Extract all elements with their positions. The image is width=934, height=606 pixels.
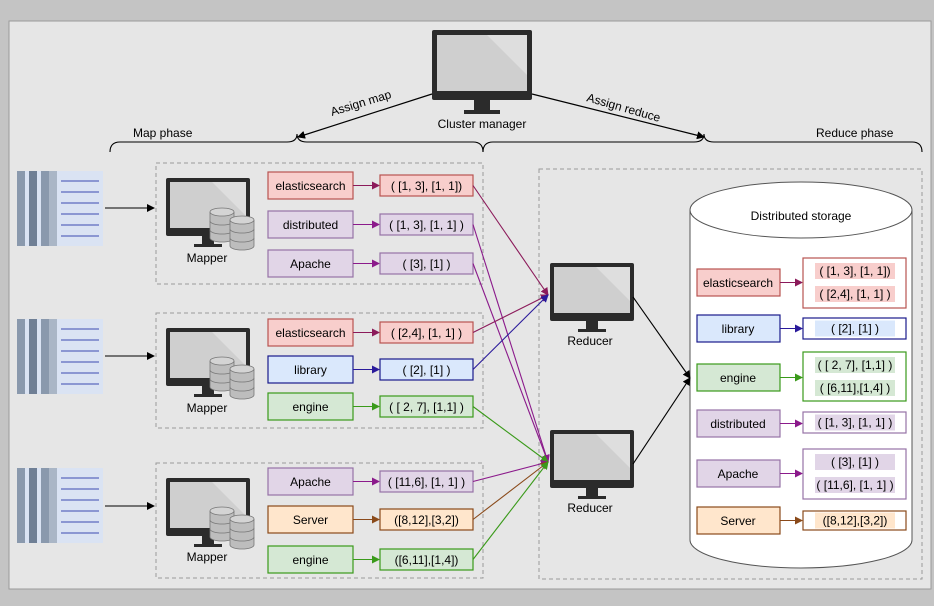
storage-key-label: library xyxy=(722,322,755,336)
storage-value-label: ( [2], [1] ) xyxy=(831,322,879,336)
map-value-label: ( [1, 3], [1, 1]) xyxy=(391,179,462,193)
map-value-label: ( [ 2, 7], [1,1] ) xyxy=(389,400,464,414)
storage-key-label: Apache xyxy=(718,467,759,481)
map-key-label: distributed xyxy=(283,218,338,232)
storage-value-highlight xyxy=(815,512,895,529)
mapper-database-icon-2 xyxy=(209,356,255,400)
reducer-label-2: Reducer xyxy=(567,501,612,515)
map-key-box xyxy=(267,467,354,496)
storage-key-box xyxy=(696,459,781,488)
assign-map-arrow xyxy=(297,93,433,139)
cluster-manager-icon xyxy=(432,30,532,114)
shuffle-arrow xyxy=(472,185,549,296)
shuffle-arrow xyxy=(472,406,549,463)
map-key-label: elasticsearch xyxy=(275,326,345,340)
map-key-box xyxy=(267,318,354,347)
storage-value-highlight xyxy=(815,454,895,470)
map-phase-label: Map phase xyxy=(133,126,193,140)
map-value-label: ( [2,4], [1, 1] ) xyxy=(391,326,462,340)
mapper-label-2: Mapper xyxy=(187,401,228,415)
map-key-label: Apache xyxy=(290,257,331,271)
shuffle-arrow xyxy=(472,459,549,483)
storage-key-label: elasticsearch xyxy=(703,276,773,290)
storage-key-label: engine xyxy=(720,371,756,385)
map-value-label: ([8,12],[3,2]) xyxy=(394,513,459,527)
storage-value-label: ( [11,6], [1, 1] ) xyxy=(816,478,893,492)
shuffle-arrow xyxy=(472,294,549,370)
map-key-label: library xyxy=(294,363,327,377)
distributed-storage-label: Distributed storage xyxy=(751,209,852,223)
map-key-label: engine xyxy=(292,400,328,414)
reducer-monitor-icon-2 xyxy=(550,430,634,499)
storage-value-label: ( [3], [1] ) xyxy=(831,455,879,469)
reducer-to-storage-arrow-1 xyxy=(632,296,691,379)
shuffle-arrow xyxy=(472,461,549,520)
storage-key-box xyxy=(696,409,781,438)
dynamic-layer: Mapper elasticsearch ( [1, 3], [1, 1]) dist… xyxy=(17,171,907,574)
mapper-label-3: Mapper xyxy=(187,550,228,564)
map-key-label: Apache xyxy=(290,475,331,489)
storage-value-label: ( [1, 3], [1, 1] ) xyxy=(818,416,893,430)
map-value-label: ( [3], [1] ) xyxy=(402,257,450,271)
assign-reduce-arrow xyxy=(531,93,705,140)
mapper-group-1 xyxy=(155,162,484,285)
storage-value-highlight xyxy=(815,320,895,337)
storage-key-label: distributed xyxy=(710,417,765,431)
map-key-box xyxy=(267,249,354,278)
input-document-icon-3 xyxy=(17,468,103,543)
storage-value-label: ( [6,11],[1,4] ) xyxy=(820,381,890,395)
storage-value-label: ( [ 2, 7], [1,1] ) xyxy=(818,358,893,372)
reduce-phase-brace xyxy=(482,133,923,153)
map-key-label: engine xyxy=(292,553,328,567)
map-value-label: ( [1, 3], [1, 1] ) xyxy=(389,218,464,232)
storage-value-label: ( [1, 3], [1, 1]) xyxy=(819,264,890,278)
map-phase-brace xyxy=(109,133,484,153)
mapper-group-2 xyxy=(155,312,484,429)
storage-value-label: ([8,12],[3,2]) xyxy=(823,514,888,528)
storage-value-highlight xyxy=(815,263,895,279)
map-key-box xyxy=(267,545,354,574)
mapper-label-1: Mapper xyxy=(187,251,228,265)
reducer-label-1: Reducer xyxy=(567,334,612,348)
storage-value-highlight xyxy=(815,380,895,396)
storage-value-label: ( [2,4], [1, 1] ) xyxy=(819,287,890,301)
map-key-label: Server xyxy=(293,513,328,527)
input-document-icon-1 xyxy=(17,171,103,246)
map-key-box xyxy=(267,355,354,384)
storage-key-box xyxy=(696,314,781,343)
map-key-label: elasticsearch xyxy=(275,179,345,193)
map-value-label: ( [2], [1] ) xyxy=(402,363,450,377)
map-key-box xyxy=(267,210,354,239)
reduce-phase-label: Reduce phase xyxy=(816,126,894,140)
storage-value-highlight xyxy=(815,286,895,302)
map-key-box xyxy=(267,505,354,534)
shuffle-arrow xyxy=(472,263,550,463)
storage-value-highlight xyxy=(815,357,895,373)
storage-value-highlight xyxy=(815,414,895,431)
reduce-group xyxy=(538,168,923,580)
reducer-to-storage-arrow-2 xyxy=(632,377,691,465)
storage-key-box xyxy=(696,363,781,392)
mapper-database-icon-1 xyxy=(209,207,255,251)
storage-value-highlight xyxy=(815,477,895,493)
map-value-label: ( [11,6], [1, 1] ) xyxy=(388,475,465,489)
cluster-manager-label: Cluster manager xyxy=(438,117,527,131)
input-document-icon-2 xyxy=(17,319,103,394)
mapper-database-icon-3 xyxy=(209,506,255,550)
shuffle-arrow xyxy=(472,224,550,463)
map-key-box xyxy=(267,392,354,421)
shuffle-arrow xyxy=(472,294,549,333)
map-key-box xyxy=(267,171,354,200)
storage-key-label: Server xyxy=(720,514,755,528)
reducer-monitor-icon-1 xyxy=(550,263,634,332)
map-value-label: ([6,11],[1,4]) xyxy=(395,553,459,567)
mapper-group-3 xyxy=(155,462,484,579)
shuffle-arrow xyxy=(472,461,549,560)
